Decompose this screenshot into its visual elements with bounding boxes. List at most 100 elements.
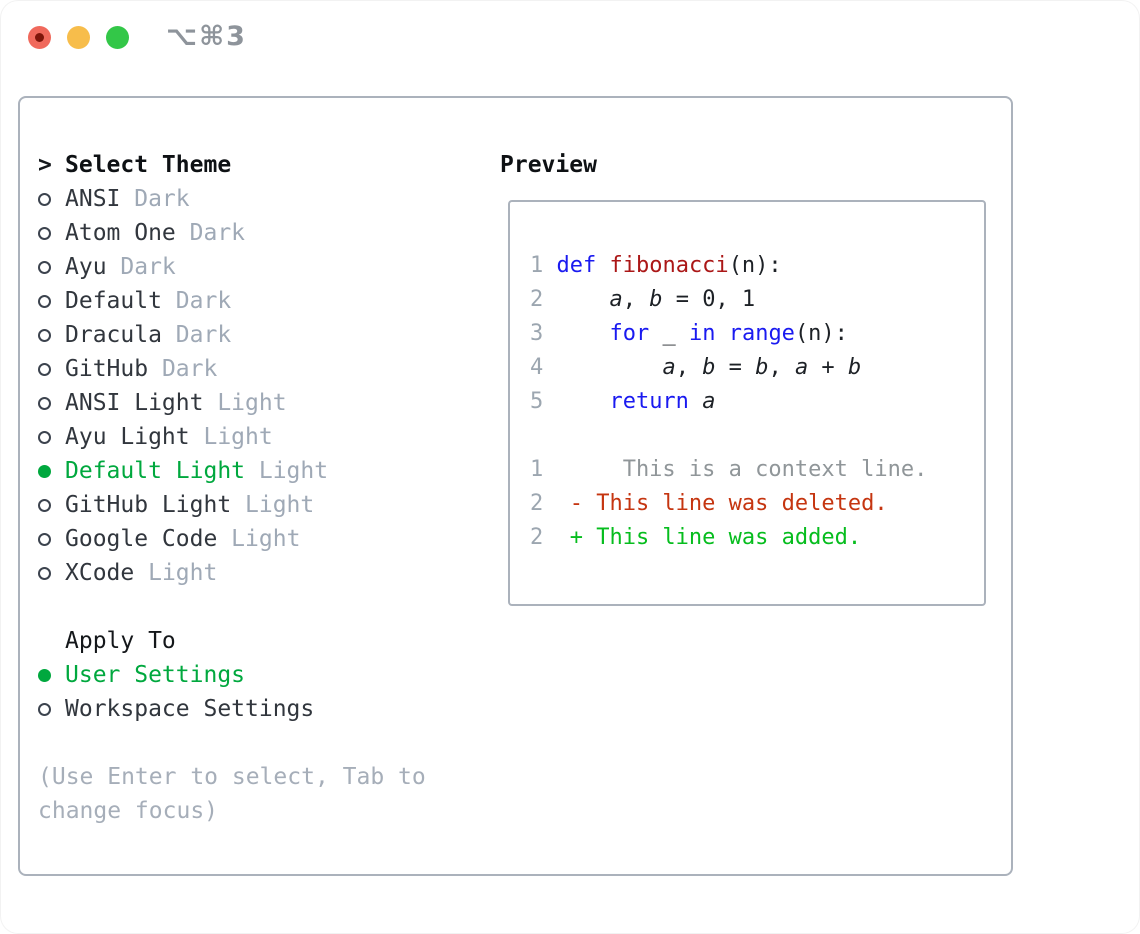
preview-line: 2 + This line was added. xyxy=(530,521,984,555)
keyboard-hint: (Use Enter to select, Tab to change focu… xyxy=(38,764,426,824)
radio-icon xyxy=(38,362,51,376)
radio-icon xyxy=(38,328,51,342)
line-number: 2 xyxy=(530,287,544,312)
line-number: 5 xyxy=(530,389,544,414)
theme-option-xcode[interactable]: XCode Light xyxy=(38,556,458,590)
code-segment-plain xyxy=(596,253,609,278)
code-segment-plain: _ xyxy=(649,321,689,346)
code-segment-plain: = 0, 1 xyxy=(662,287,756,312)
radio-selected-icon xyxy=(38,668,51,682)
theme-option-default[interactable]: Default Dark xyxy=(38,284,458,318)
line-number: 1 xyxy=(530,253,544,278)
radio-icon xyxy=(38,532,51,546)
theme-variant-label: Light xyxy=(203,390,287,416)
radio-icon xyxy=(38,192,51,206)
theme-variant-label: Light xyxy=(189,424,273,450)
preview-line: 3 for _ in range(n): xyxy=(530,317,984,351)
theme-option-dracula[interactable]: Dracula Dark xyxy=(38,318,458,352)
option-label: Workspace Settings xyxy=(65,696,315,722)
line-number: 2 xyxy=(530,491,544,516)
theme-option-ansi[interactable]: ANSI Dark xyxy=(38,182,458,216)
code-segment-plain: , xyxy=(675,355,703,380)
theme-variant-label: Dark xyxy=(161,288,232,314)
apply-option-workspace-settings[interactable]: Workspace Settings xyxy=(38,692,458,726)
preview-line: 5 return a xyxy=(530,385,984,419)
preview-title: Preview xyxy=(500,152,597,178)
theme-variant-label: Dark xyxy=(161,322,232,348)
code-segment-plain xyxy=(556,389,609,414)
option-label: ANSI xyxy=(65,186,121,212)
minimize-button-icon[interactable] xyxy=(67,26,90,49)
code-segment-plain: (n): xyxy=(728,253,782,278)
code-segment-plain xyxy=(715,321,728,346)
code-segment-variable: a xyxy=(662,355,676,380)
code-segment-variable: a xyxy=(794,355,809,380)
picker-title: Select Theme xyxy=(65,152,232,178)
code-segment-keyword: in xyxy=(688,321,716,346)
code-segment-variable: b xyxy=(847,355,862,380)
radio-icon xyxy=(38,226,51,240)
radio-icon xyxy=(38,260,51,274)
code-segment-plain: , xyxy=(768,355,795,380)
theme-option-atom-one[interactable]: Atom One Dark xyxy=(38,216,458,250)
window-shortcut-label: ⌥⌘3 xyxy=(166,21,247,52)
apply-option-user-settings[interactable]: User Settings xyxy=(38,658,458,692)
option-label: Atom One xyxy=(65,220,176,246)
theme-option-google-code[interactable]: Google Code Light xyxy=(38,522,458,556)
code-segment-plain: , xyxy=(622,287,650,312)
code-segment-plain xyxy=(556,355,662,380)
theme-variant-label: Light xyxy=(245,458,329,484)
code-segment-variable: b xyxy=(702,355,716,380)
theme-option-github[interactable]: GitHub Dark xyxy=(38,352,458,386)
theme-option-default-light[interactable]: Default Light Light xyxy=(38,454,458,488)
theme-option-github-light[interactable]: GitHub Light Light xyxy=(38,488,458,522)
option-label: Google Code xyxy=(65,526,218,552)
code-segment-plain: = xyxy=(715,355,756,380)
option-label: Default xyxy=(65,288,162,314)
code-segment-plain: + xyxy=(808,355,848,380)
line-number: 2 xyxy=(530,525,544,550)
zoom-button-icon[interactable] xyxy=(106,26,129,49)
code-segment-deleted: - This line was deleted. xyxy=(556,491,888,516)
code-segment-keyword: for xyxy=(609,321,650,346)
theme-variant-label: Dark xyxy=(106,254,176,280)
radio-icon xyxy=(38,702,51,716)
code-segment-plain xyxy=(689,389,702,414)
code-segment-plain: (n): xyxy=(794,321,848,346)
radio-icon xyxy=(38,498,51,512)
radio-icon xyxy=(38,294,51,308)
prompt-caret: > xyxy=(38,152,52,178)
picker-header-row: > Select Theme xyxy=(38,148,458,182)
close-button-icon[interactable] xyxy=(28,26,51,49)
theme-variant-label: Light xyxy=(231,492,315,518)
option-label: ANSI Light xyxy=(65,390,204,416)
theme-variant-label: Dark xyxy=(120,186,190,212)
code-segment-function: fibonacci xyxy=(609,253,729,278)
spacer xyxy=(38,590,458,624)
code-segment-plain xyxy=(556,287,609,312)
option-label: Ayu xyxy=(65,254,107,280)
theme-option-ayu[interactable]: Ayu Dark xyxy=(38,250,458,284)
theme-option-ansi-light[interactable]: ANSI Light Light xyxy=(38,386,458,420)
code-segment-added: + This line was added. xyxy=(556,525,862,550)
line-number: 4 xyxy=(530,355,544,380)
radio-icon xyxy=(38,396,51,410)
line-number: 1 xyxy=(530,457,544,482)
option-label: GitHub xyxy=(65,356,149,382)
theme-option-ayu-light[interactable]: Ayu Light Light xyxy=(38,420,458,454)
radio-icon xyxy=(38,566,51,580)
code-segment-plain xyxy=(556,321,609,346)
theme-variant-label: Dark xyxy=(175,220,246,246)
preview-blank-line xyxy=(530,419,984,453)
title-bar: ⌥⌘3 xyxy=(0,0,1140,96)
code-segment-variable: b xyxy=(649,287,663,312)
radio-selected-icon xyxy=(38,464,51,478)
radio-icon xyxy=(38,430,51,444)
line-number: 3 xyxy=(530,321,544,346)
